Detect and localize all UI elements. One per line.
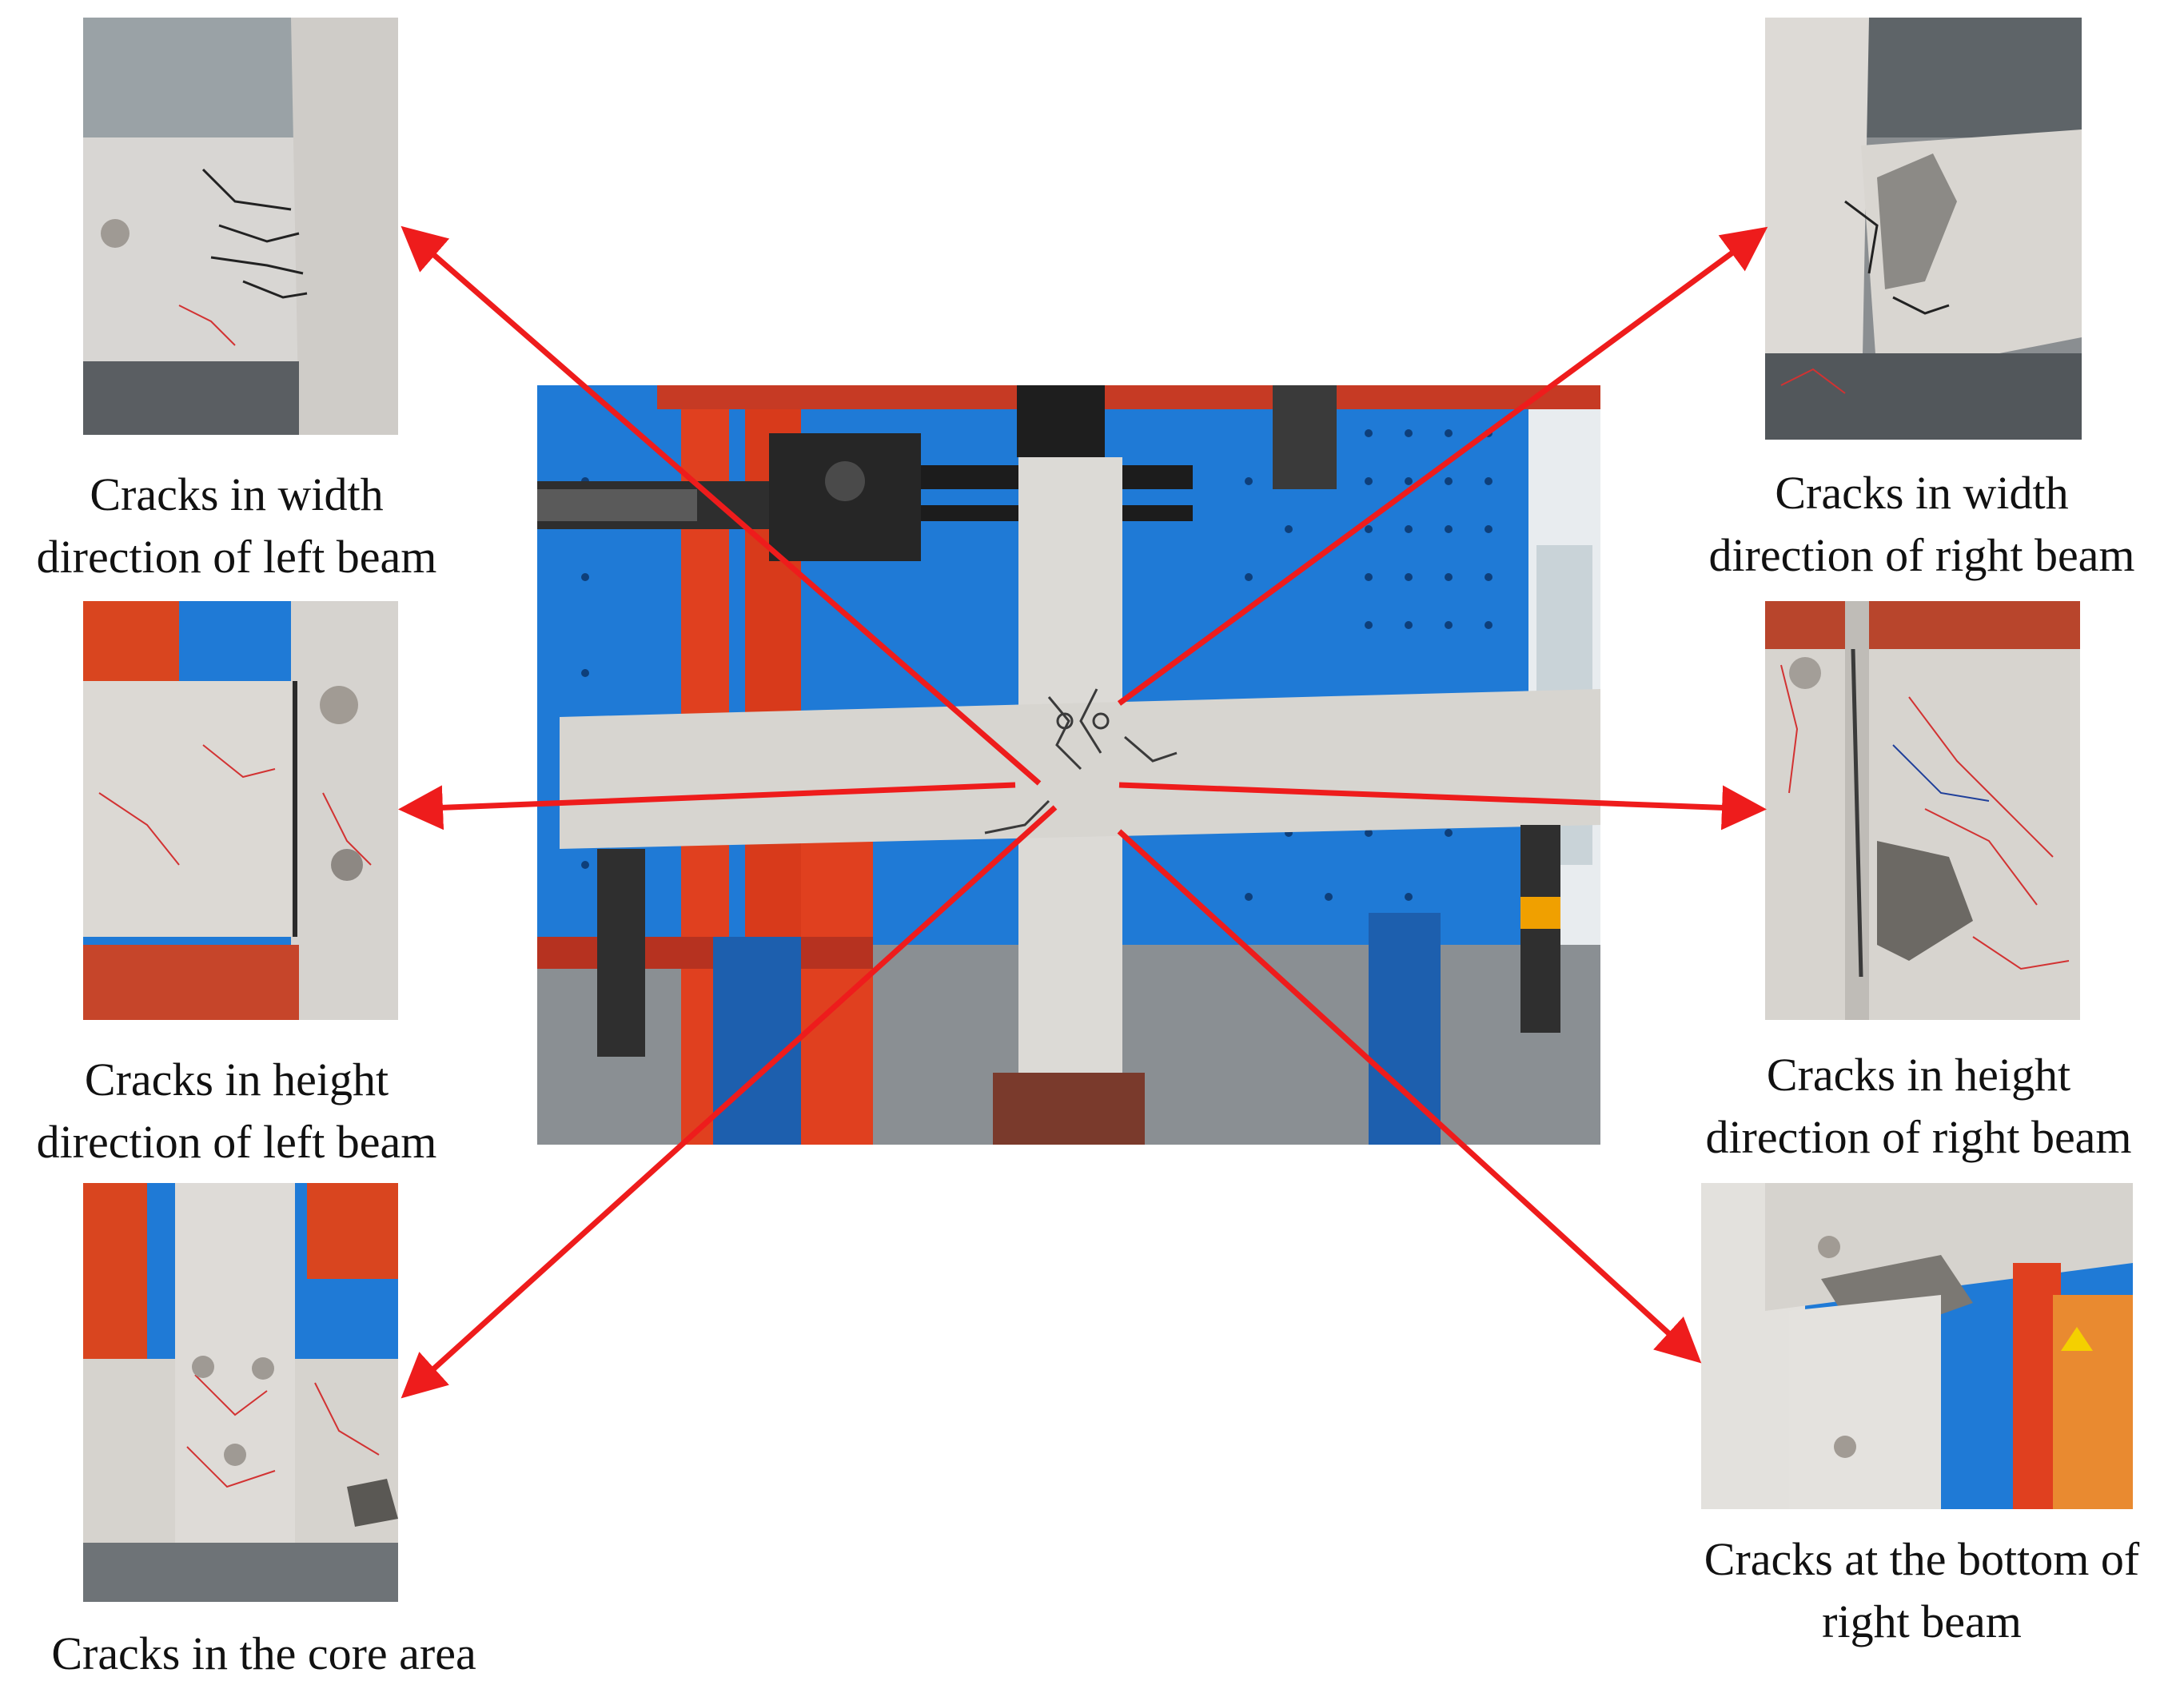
caption-line: direction of left beam [36, 531, 437, 583]
caption-width-right-beam: Cracks in width direction of right beam [1618, 462, 2184, 587]
caption-core-area: Cracks in the core area [0, 1623, 568, 1685]
caption-bottom-right-beam: Cracks at the bottom of right beam [1618, 1528, 2184, 1653]
detail-photo-width-right-beam [1765, 18, 2082, 440]
caption-line: direction of left beam [36, 1116, 437, 1168]
caption-height-left-beam: Cracks in height direction of left beam [0, 1049, 540, 1173]
caption-line: Cracks at the bottom of [1704, 1533, 2140, 1585]
main-specimen-photo [537, 385, 1600, 1145]
caption-line: Cracks in height [1766, 1049, 2071, 1101]
caption-height-right-beam: Cracks in height direction of right beam [1615, 1044, 2184, 1169]
caption-line: direction of right beam [1708, 529, 2135, 581]
detail-photo-height-right-beam [1765, 601, 2080, 1020]
detail-photo-width-left-beam [83, 18, 398, 435]
detail-photo-height-left-beam [83, 601, 398, 1020]
caption-line: Cracks in width [1775, 467, 2069, 519]
detail-photo-core-area [83, 1183, 398, 1602]
caption-line: Cracks in the core area [51, 1627, 476, 1679]
caption-line: Cracks in height [84, 1054, 389, 1105]
caption-line: Cracks in width [90, 468, 384, 520]
caption-width-left-beam: Cracks in width direction of left beam [0, 464, 540, 588]
detail-photo-bottom-right-beam [1701, 1183, 2133, 1509]
caption-line: direction of right beam [1705, 1111, 2132, 1163]
caption-line: right beam [1822, 1595, 2022, 1647]
